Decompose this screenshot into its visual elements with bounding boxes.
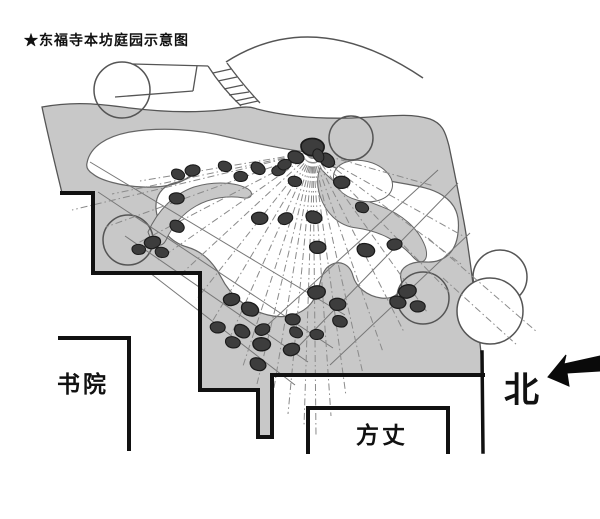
- stair-step: [228, 91, 250, 96]
- radial-sightline: [71, 151, 314, 211]
- cross-sightline: [261, 169, 439, 331]
- rock: [289, 326, 304, 339]
- stair-step: [234, 96, 255, 102]
- rock: [143, 235, 162, 250]
- rock: [282, 342, 301, 357]
- rock: [169, 219, 185, 233]
- rock: [254, 323, 271, 336]
- tree-circle: [456, 277, 524, 345]
- radial-sightline: [111, 151, 314, 195]
- rock: [170, 168, 186, 181]
- rock: [209, 321, 226, 334]
- rock: [389, 295, 407, 309]
- rock: [306, 285, 326, 300]
- path-line: [192, 65, 198, 92]
- radial-sightline: [312, 151, 364, 375]
- rock: [252, 337, 272, 352]
- rock: [284, 313, 301, 326]
- hojo-outline: [306, 406, 450, 454]
- rock: [184, 164, 201, 177]
- stair-step: [217, 76, 238, 82]
- cross-sightline: [124, 235, 309, 363]
- rock: [287, 175, 303, 187]
- rock: [332, 175, 351, 190]
- rock: [354, 201, 370, 214]
- radial-sightline: [271, 151, 314, 401]
- shoin-outline: [58, 336, 131, 451]
- terrace-boundary: [60, 191, 485, 439]
- rock: [277, 158, 292, 171]
- radial-sightline: [242, 151, 314, 367]
- path-line: [114, 90, 194, 98]
- rock: [397, 284, 417, 299]
- rock: [217, 160, 233, 173]
- radial-sightline: [177, 151, 314, 278]
- rock: [309, 328, 325, 341]
- rock: [277, 212, 294, 226]
- tree-circle: [328, 115, 374, 161]
- radial-sightline: [312, 151, 462, 265]
- label-shoin-building: 书院: [57, 371, 109, 397]
- radial-sightline: [157, 151, 314, 261]
- radial-sightline: [287, 151, 314, 415]
- canopy-arc: [225, 36, 424, 79]
- path-line: [132, 63, 209, 67]
- rock: [233, 323, 251, 339]
- rock: [249, 357, 267, 372]
- radial-sightline: [312, 151, 384, 353]
- dashed-sightline: [427, 237, 538, 333]
- rock: [224, 336, 241, 349]
- rock: [154, 246, 170, 258]
- cross-sightline: [294, 182, 459, 351]
- rock: [233, 170, 249, 183]
- label-north: 北: [504, 371, 540, 410]
- diagram-title: ★东福寺本坊庭园示意图: [24, 32, 189, 48]
- rock: [250, 161, 266, 175]
- rock: [305, 210, 323, 225]
- north-arrow-icon: [547, 354, 600, 387]
- rock: [328, 297, 347, 312]
- stair-step: [239, 100, 259, 106]
- tree-circle: [93, 61, 151, 119]
- rock: [131, 243, 147, 256]
- dashed-sightline: [442, 277, 519, 347]
- radial-sightline: [312, 151, 317, 437]
- rock: [332, 314, 348, 328]
- cross-sightline: [89, 161, 346, 316]
- rock: [168, 192, 185, 205]
- east-wall: [480, 350, 485, 454]
- radial-sightline: [312, 151, 405, 333]
- rock: [250, 211, 269, 226]
- stair-edge: [226, 62, 261, 104]
- rock: [386, 238, 403, 251]
- rock: [409, 300, 426, 313]
- rock: [356, 242, 376, 258]
- rock: [308, 240, 327, 255]
- label-hojo-building: 方丈: [356, 422, 408, 448]
- stair-edge: [207, 65, 242, 107]
- rock: [240, 301, 260, 317]
- radial-sightline: [312, 151, 450, 293]
- rock: [312, 148, 325, 163]
- radial-sightline: [312, 151, 347, 397]
- stair-step: [223, 84, 244, 90]
- rock: [222, 292, 241, 307]
- radial-sightline: [312, 151, 332, 417]
- stair-step: [212, 68, 232, 74]
